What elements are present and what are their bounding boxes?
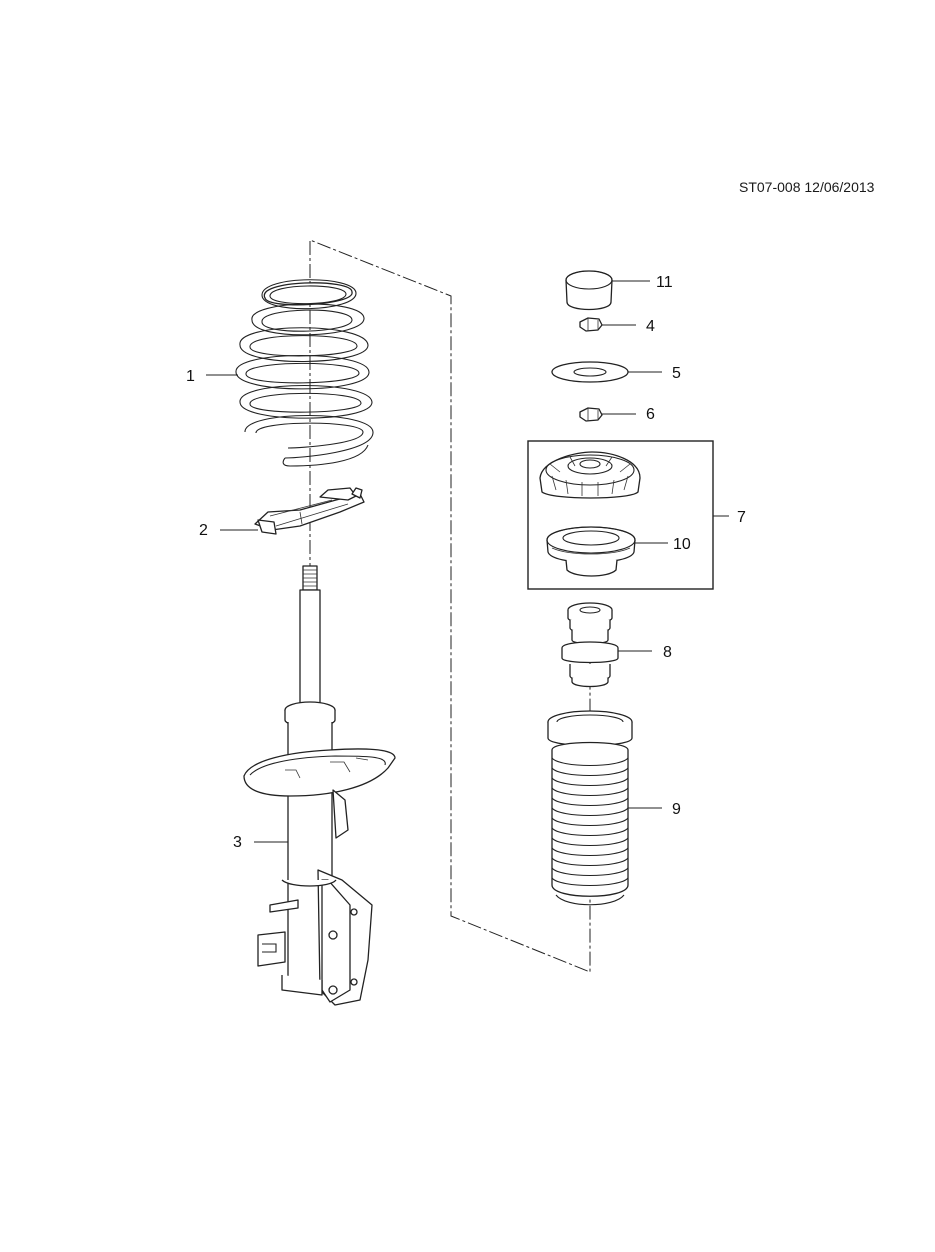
dust-boot	[547, 710, 633, 906]
callout-3: 3	[233, 834, 242, 851]
callout-9: 9	[672, 801, 681, 818]
bearing	[546, 526, 636, 577]
cap	[565, 270, 613, 311]
upper-nut	[579, 317, 603, 332]
callout-4: 4	[646, 318, 655, 335]
strut-mount-group-box	[527, 440, 714, 590]
strut-assembly	[243, 565, 396, 1006]
callout-1: 1	[186, 368, 195, 385]
spring-insulator	[254, 487, 365, 535]
strut-mount	[539, 451, 641, 499]
callout-2: 2	[199, 522, 208, 539]
coil-spring	[235, 279, 374, 467]
callout-10: 10	[673, 536, 691, 553]
bump-stop	[561, 602, 619, 688]
lower-nut	[579, 407, 603, 422]
callout-7: 7	[737, 509, 746, 526]
callout-8: 8	[663, 644, 672, 661]
callout-6: 6	[646, 406, 655, 423]
callout-5: 5	[672, 365, 681, 382]
drawing-id: ST07-008 12/06/2013	[739, 179, 875, 195]
callout-11: 11	[656, 274, 673, 291]
washer	[551, 361, 629, 383]
leader-lines	[206, 280, 729, 843]
